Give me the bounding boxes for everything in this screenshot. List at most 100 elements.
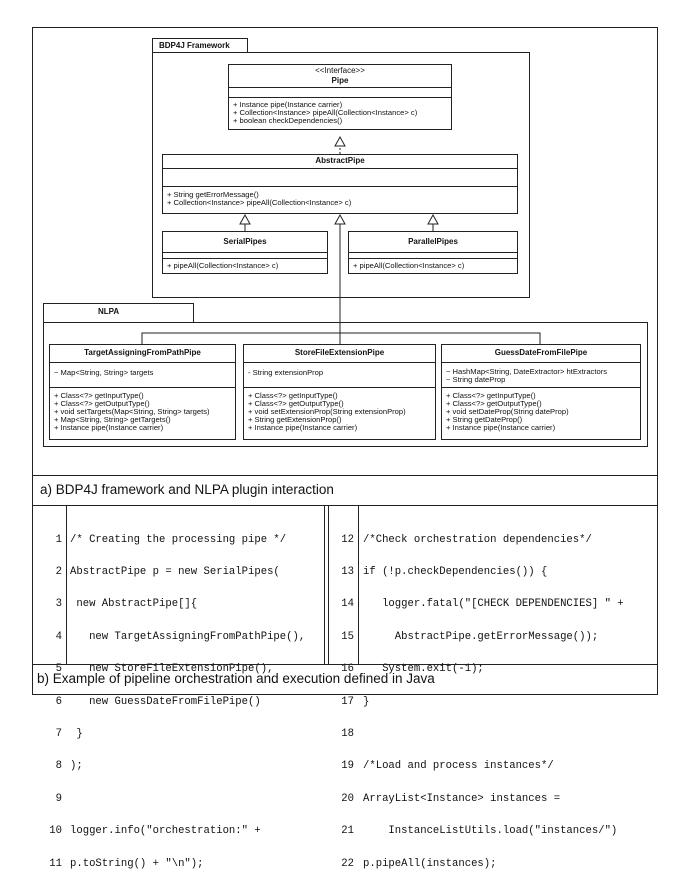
attribute-section [349,253,517,259]
attribute-section [229,88,451,98]
class-name: GuessDateFromFilePipe [494,348,588,357]
code-line: /*Check orchestration dependencies*/ [363,533,592,546]
method-section: + Instance pipe(Instance carrier) + Coll… [229,98,451,125]
method-section: + Class<?> getInputType() + Class<?> get… [244,388,435,432]
attribute: ~ HashMap<String, DateExtractor> htExtra… [446,367,608,376]
line-number: 10 [49,825,62,838]
class-name: TargetAssigningFromPathPipe [84,348,201,357]
method: + pipeAll(Collection<Instance> c) [353,261,465,270]
attribute-section: ~ Map<String, String> targets [50,363,235,388]
method: + Class<?> getOutputType() [248,399,344,408]
method-section: + String getErrorMessage() + Collection<… [163,187,517,207]
plugin-package-tab: NLPA [98,307,120,316]
class-header: ParallelPipes [349,232,517,253]
method: + String getDateProp() [446,415,523,424]
figure-frame [32,27,658,695]
method: + Map<String, String> getTargets() [54,415,171,424]
line-number: 4 [55,630,62,643]
plugin-package-tab-shape [43,303,194,322]
code-line: p.pipeAll(instances); [363,857,497,870]
method: + pipeAll(Collection<Instance> c) [167,261,279,270]
code-line: /*Load and process instances*/ [363,760,554,773]
method: + Instance pipe(Instance carrier) [54,423,164,432]
class-header: TargetAssigningFromPathPipe [50,345,235,363]
caption-a: a) BDP4J framework and NLPA plugin inter… [40,482,334,497]
inheritance-arrowhead [239,213,251,225]
store-file-extension-class: StoreFileExtensionPipe - String extensio… [243,344,436,440]
stereotype: <<Interface>> [315,66,365,75]
code-line: logger.info("orchestration:" + [70,825,261,838]
divider [32,505,658,506]
class-header: <<Interface>> Pipe [229,65,451,88]
line-number: 15 [341,630,354,643]
line-number: 1 [55,533,62,546]
class-name: ParallelPipes [408,237,458,246]
class-name: AbstractPipe [315,156,365,165]
method: + boolean checkDependencies() [233,116,343,125]
code-line: ​ [363,729,624,740]
inheritance-arrowhead [334,213,346,225]
method: + Class<?> getInputType() [54,391,144,400]
attribute-section [163,253,327,259]
attribute: ~ String dateProp [446,375,506,384]
divider [32,475,658,476]
target-assigning-class: TargetAssigningFromPathPipe ~ Map<String… [49,344,236,440]
inheritance-arrowhead [427,213,439,225]
code-line: new TargetAssigningFromPathPipe(), [70,630,306,643]
line-number: 19 [341,760,354,773]
class-header: GuessDateFromFilePipe [442,345,640,363]
line-numbers: 1 2 3 4 5 6 7 8 9 10 11 [36,513,62,891]
method: + String getExtensionProp() [248,415,342,424]
method: + Class<?> getInputType() [248,391,338,400]
realization-arrowhead [334,135,346,147]
divider [32,664,658,665]
code-line: ​ [70,794,305,805]
class-name: Pipe [331,76,349,85]
line-number: 6 [55,695,62,708]
code-line: new GuessDateFromFilePipe() [70,695,261,708]
code-line: AbstractPipe.getErrorMessage()); [363,630,599,643]
line-number: 22 [341,857,354,870]
method: + void setTargets(Map<String, String> ta… [54,407,210,416]
line-number: 7 [55,727,62,740]
method: + void setDateProp(String dateProp) [446,407,569,416]
line-number: 14 [341,598,354,611]
code-line: new AbstractPipe[]{ [70,598,198,611]
line-number: 17 [341,695,354,708]
attribute-section [163,169,517,187]
guess-date-class: GuessDateFromFilePipe ~ HashMap<String, … [441,344,641,440]
line-number: 2 [55,565,62,578]
framework-package-tab: BDP4J Framework [152,38,248,52]
code-line: System.exit(-1); [363,663,484,676]
code-line: AbstractPipe p = new SerialPipes( [70,565,280,578]
code-divider [324,506,325,664]
line-number: 11 [49,857,62,870]
method: + void setExtensionProp(String extension… [248,407,406,416]
code-divider [328,506,329,664]
code-left-border [66,506,67,664]
line-number: 16 [341,663,354,676]
line-number: 8 [55,760,62,773]
method: + Class<?> getOutputType() [54,399,150,408]
line-number: 5 [55,663,62,676]
code-line: ArrayList<Instance> instances = [363,792,561,805]
code-line: ); [70,760,83,773]
class-name: StoreFileExtensionPipe [294,348,385,357]
method-section: + Class<?> getInputType() + Class<?> get… [442,388,640,432]
class-header: AbstractPipe [163,155,517,169]
line-number: 13 [341,565,354,578]
caption-b: b) Example of pipeline orchestration and… [37,671,435,686]
attribute-section: ~ HashMap<String, DateExtractor> htExtra… [442,363,640,388]
method: + Collection<Instance> pipeAll(Collectio… [167,198,352,207]
code-line: p.toString() + "\n"); [70,857,204,870]
attribute: ~ Map<String, String> targets [54,368,154,377]
class-name: SerialPipes [223,237,267,246]
line-numbers: 12 13 14 15 16 17 18 19 20 21 22 [330,513,354,891]
line-number: 18 [341,727,354,740]
method: + Class<?> getOutputType() [446,399,542,408]
code-right-border [358,506,359,664]
method: + String getErrorMessage() [167,190,259,199]
pipe-interface: <<Interface>> Pipe + Instance pipe(Insta… [228,64,452,130]
method-section: + pipeAll(Collection<Instance> c) [349,259,517,270]
code-line: logger.fatal("[CHECK DEPENDENCIES] " + [363,598,624,611]
